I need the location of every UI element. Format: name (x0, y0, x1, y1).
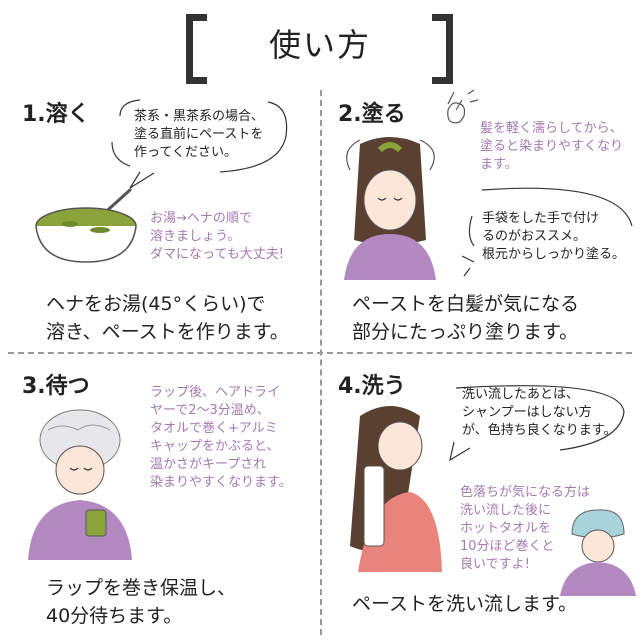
tip-line: 温かさがキープされ (150, 457, 267, 472)
woman-washing-hair-illustration (350, 406, 442, 572)
step-4-description: ペーストを洗い流します。 (352, 593, 578, 615)
horizontal-divider (8, 352, 632, 354)
bubble-line: 根元からしっかり塗る。 (482, 247, 626, 262)
step-3-heading: 3.待つ (22, 374, 90, 399)
bubble-line: が、色持ち良くなります。 (462, 423, 617, 438)
speech-bubble-2 (461, 187, 633, 277)
tip-line: ます。 (480, 157, 518, 172)
page-title: 使い方 (268, 26, 371, 64)
step-2-description: 部分にたっぷり塗ります。 (352, 321, 579, 343)
tip-line: 溶きましょう。 (150, 229, 241, 244)
bubble-line: 洗い流したあとは、 (462, 387, 580, 402)
tip-line: 10分ほど巻くと (460, 539, 555, 554)
bubble-line: 塗る直前にペーストを (134, 127, 264, 142)
tip-line: ヤーで2〜3分温め、 (150, 403, 270, 418)
bubble-line: 茶系・黒茶系の場合、 (134, 109, 265, 124)
tip-line: キャップをかぶると、 (150, 439, 280, 454)
bubble-line: 作ってください。 (134, 145, 237, 160)
bubble-line: シャンプーはしない方 (462, 405, 592, 420)
speech-bubble-4 (449, 385, 625, 462)
woman-with-towel-illustration (560, 509, 636, 596)
step-1-heading: 1.溶く (22, 102, 90, 127)
woman-applying-paste-illustration (344, 137, 436, 280)
step-2-heading: 2.塗る (338, 102, 406, 127)
step-1-description: ヘナをお湯(45°くらい)で (46, 293, 266, 315)
title-banner: 使い方 (0, 0, 640, 88)
step-1-description: 溶き、ペーストを作ります。 (46, 321, 289, 343)
henna-bowl-illustration (35, 188, 137, 263)
right-bracket (432, 14, 453, 84)
tip-line: ダマになっても大丈夫! (150, 247, 284, 262)
tip-line: 塗ると染まりやすくなり (480, 139, 624, 154)
step-4-heading: 4.洗う (338, 374, 406, 399)
bubble-line: 手袋をした手で付け (482, 211, 600, 226)
step-3-description: ラップを巻き保温し、 (46, 577, 237, 599)
step-2-description: ペーストを白髪が気になる (352, 293, 580, 315)
tip-line: 色落ちが気になる方は (460, 485, 591, 500)
vertical-divider (320, 90, 322, 635)
speech-bubble-1 (111, 99, 288, 189)
tip-line: ラップ後、ヘアドライ (150, 385, 281, 400)
tip-line: 髪を軽く濡らしてから、 (480, 121, 623, 136)
tip-line: 染まりやすくなります。 (150, 475, 292, 490)
tip-line: 洗い流した後に (460, 503, 552, 518)
step-3-description: 40分待ちます。 (46, 605, 183, 627)
bubble-line: るのがおススメ。 (482, 229, 587, 244)
tip-line: お湯→ヘナの順で (150, 211, 252, 226)
tip-line: 良いですよ! (460, 557, 530, 572)
tip-line: ホットタオルを (460, 521, 552, 536)
woman-with-cap-illustration (28, 409, 132, 560)
tip-line: タオルで巻く+アルミ (150, 421, 278, 436)
pointing-hand-icon (447, 89, 479, 124)
left-bracket (186, 14, 207, 84)
